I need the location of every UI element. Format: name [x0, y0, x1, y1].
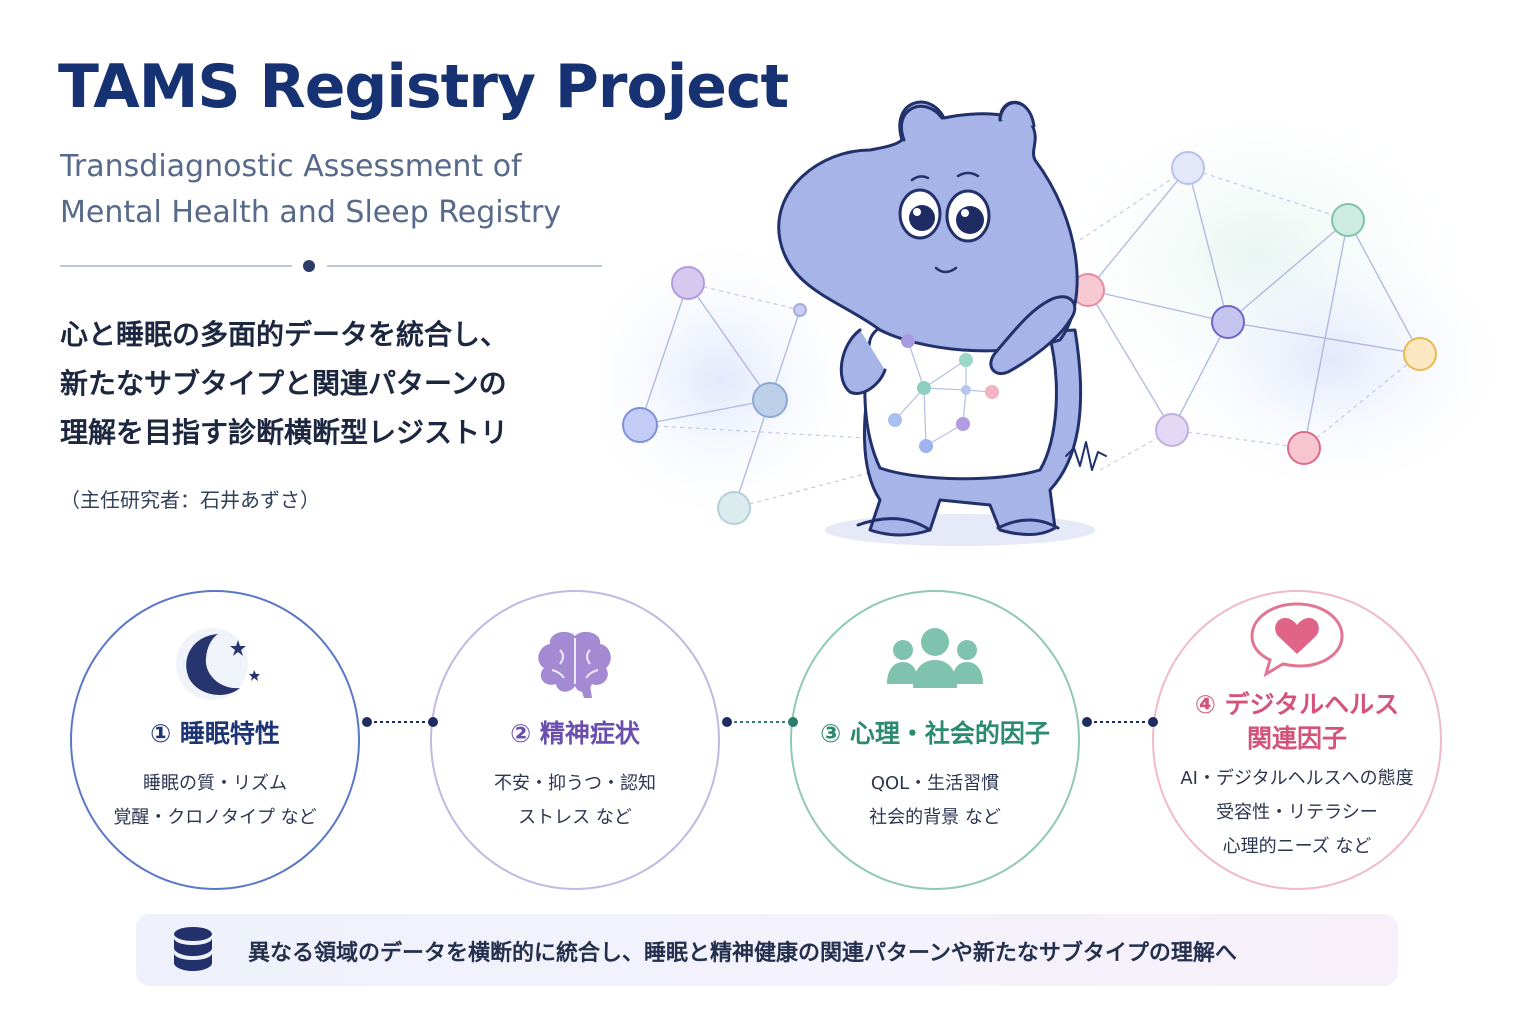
summary-text: 異なる領域のデータを横断的に統合し、睡眠と精神健康の関連パターンや新たなサブタイ… [248, 941, 1237, 966]
people-group-icon [887, 628, 983, 688]
summary-banner [136, 914, 1398, 986]
pillar-sleep-title: ① 睡眠特性 [150, 719, 280, 748]
pillar-social-title: ③ 心理・社会的因子 [820, 719, 1050, 748]
moon-stars-icon [176, 628, 260, 700]
title-divider [60, 260, 602, 272]
heart-speech-bubble-icon [1250, 602, 1344, 678]
page-title: TAMS Registry Project [58, 52, 789, 122]
brain-icon [538, 631, 611, 698]
pillar-digital-title: ④ デジタルヘルス 関連因子 [1194, 690, 1400, 753]
lead-statement: 心と睡眠の多面的データを統合し、 新たなサブタイプと関連パターンの 理解を目指す… [60, 318, 509, 449]
pillar-mental: ② 精神症状 不安・抑うつ・認知 ストレス など [430, 590, 720, 890]
connector-1-2 [362, 717, 438, 727]
pillar-sleep: ① 睡眠特性 睡眠の質・リズム 覚醒・クロノタイプ など [70, 590, 360, 890]
belly-nodes [888, 334, 999, 453]
pillar-mental-title: ② 精神症状 [510, 719, 640, 748]
pillar-sleep-description: 睡眠の質・リズム 覚醒・クロノタイプ など [113, 773, 317, 828]
connector-3-4 [1082, 717, 1158, 727]
mascot-network-illustration [600, 90, 1520, 546]
pillar-social-description: QOL・生活習慣 社会的背景 など [869, 773, 1001, 828]
mascot-character [777, 100, 1107, 546]
principal-investigator: （主任研究者：石井あずさ） [60, 488, 320, 512]
pillar-mental-description: 不安・抑うつ・認知 ストレス など [494, 773, 656, 828]
network-lines [639, 167, 1421, 509]
pillar-digital: ④ デジタルヘルス 関連因子 AI・デジタルヘルスへの態度 受容性・リテラシー … [1152, 590, 1442, 890]
page-subtitle: Transdiagnostic Assessment of Mental Hea… [60, 149, 562, 230]
connector-2-3 [722, 717, 798, 727]
pillar-digital-description: AI・デジタルヘルスへの態度 受容性・リテラシー 心理的ニーズ など [1180, 768, 1414, 857]
network-nodes [622, 151, 1437, 525]
database-icon [174, 927, 212, 971]
pillar-social: ③ 心理・社会的因子 QOL・生活習慣 社会的背景 など [790, 590, 1080, 890]
